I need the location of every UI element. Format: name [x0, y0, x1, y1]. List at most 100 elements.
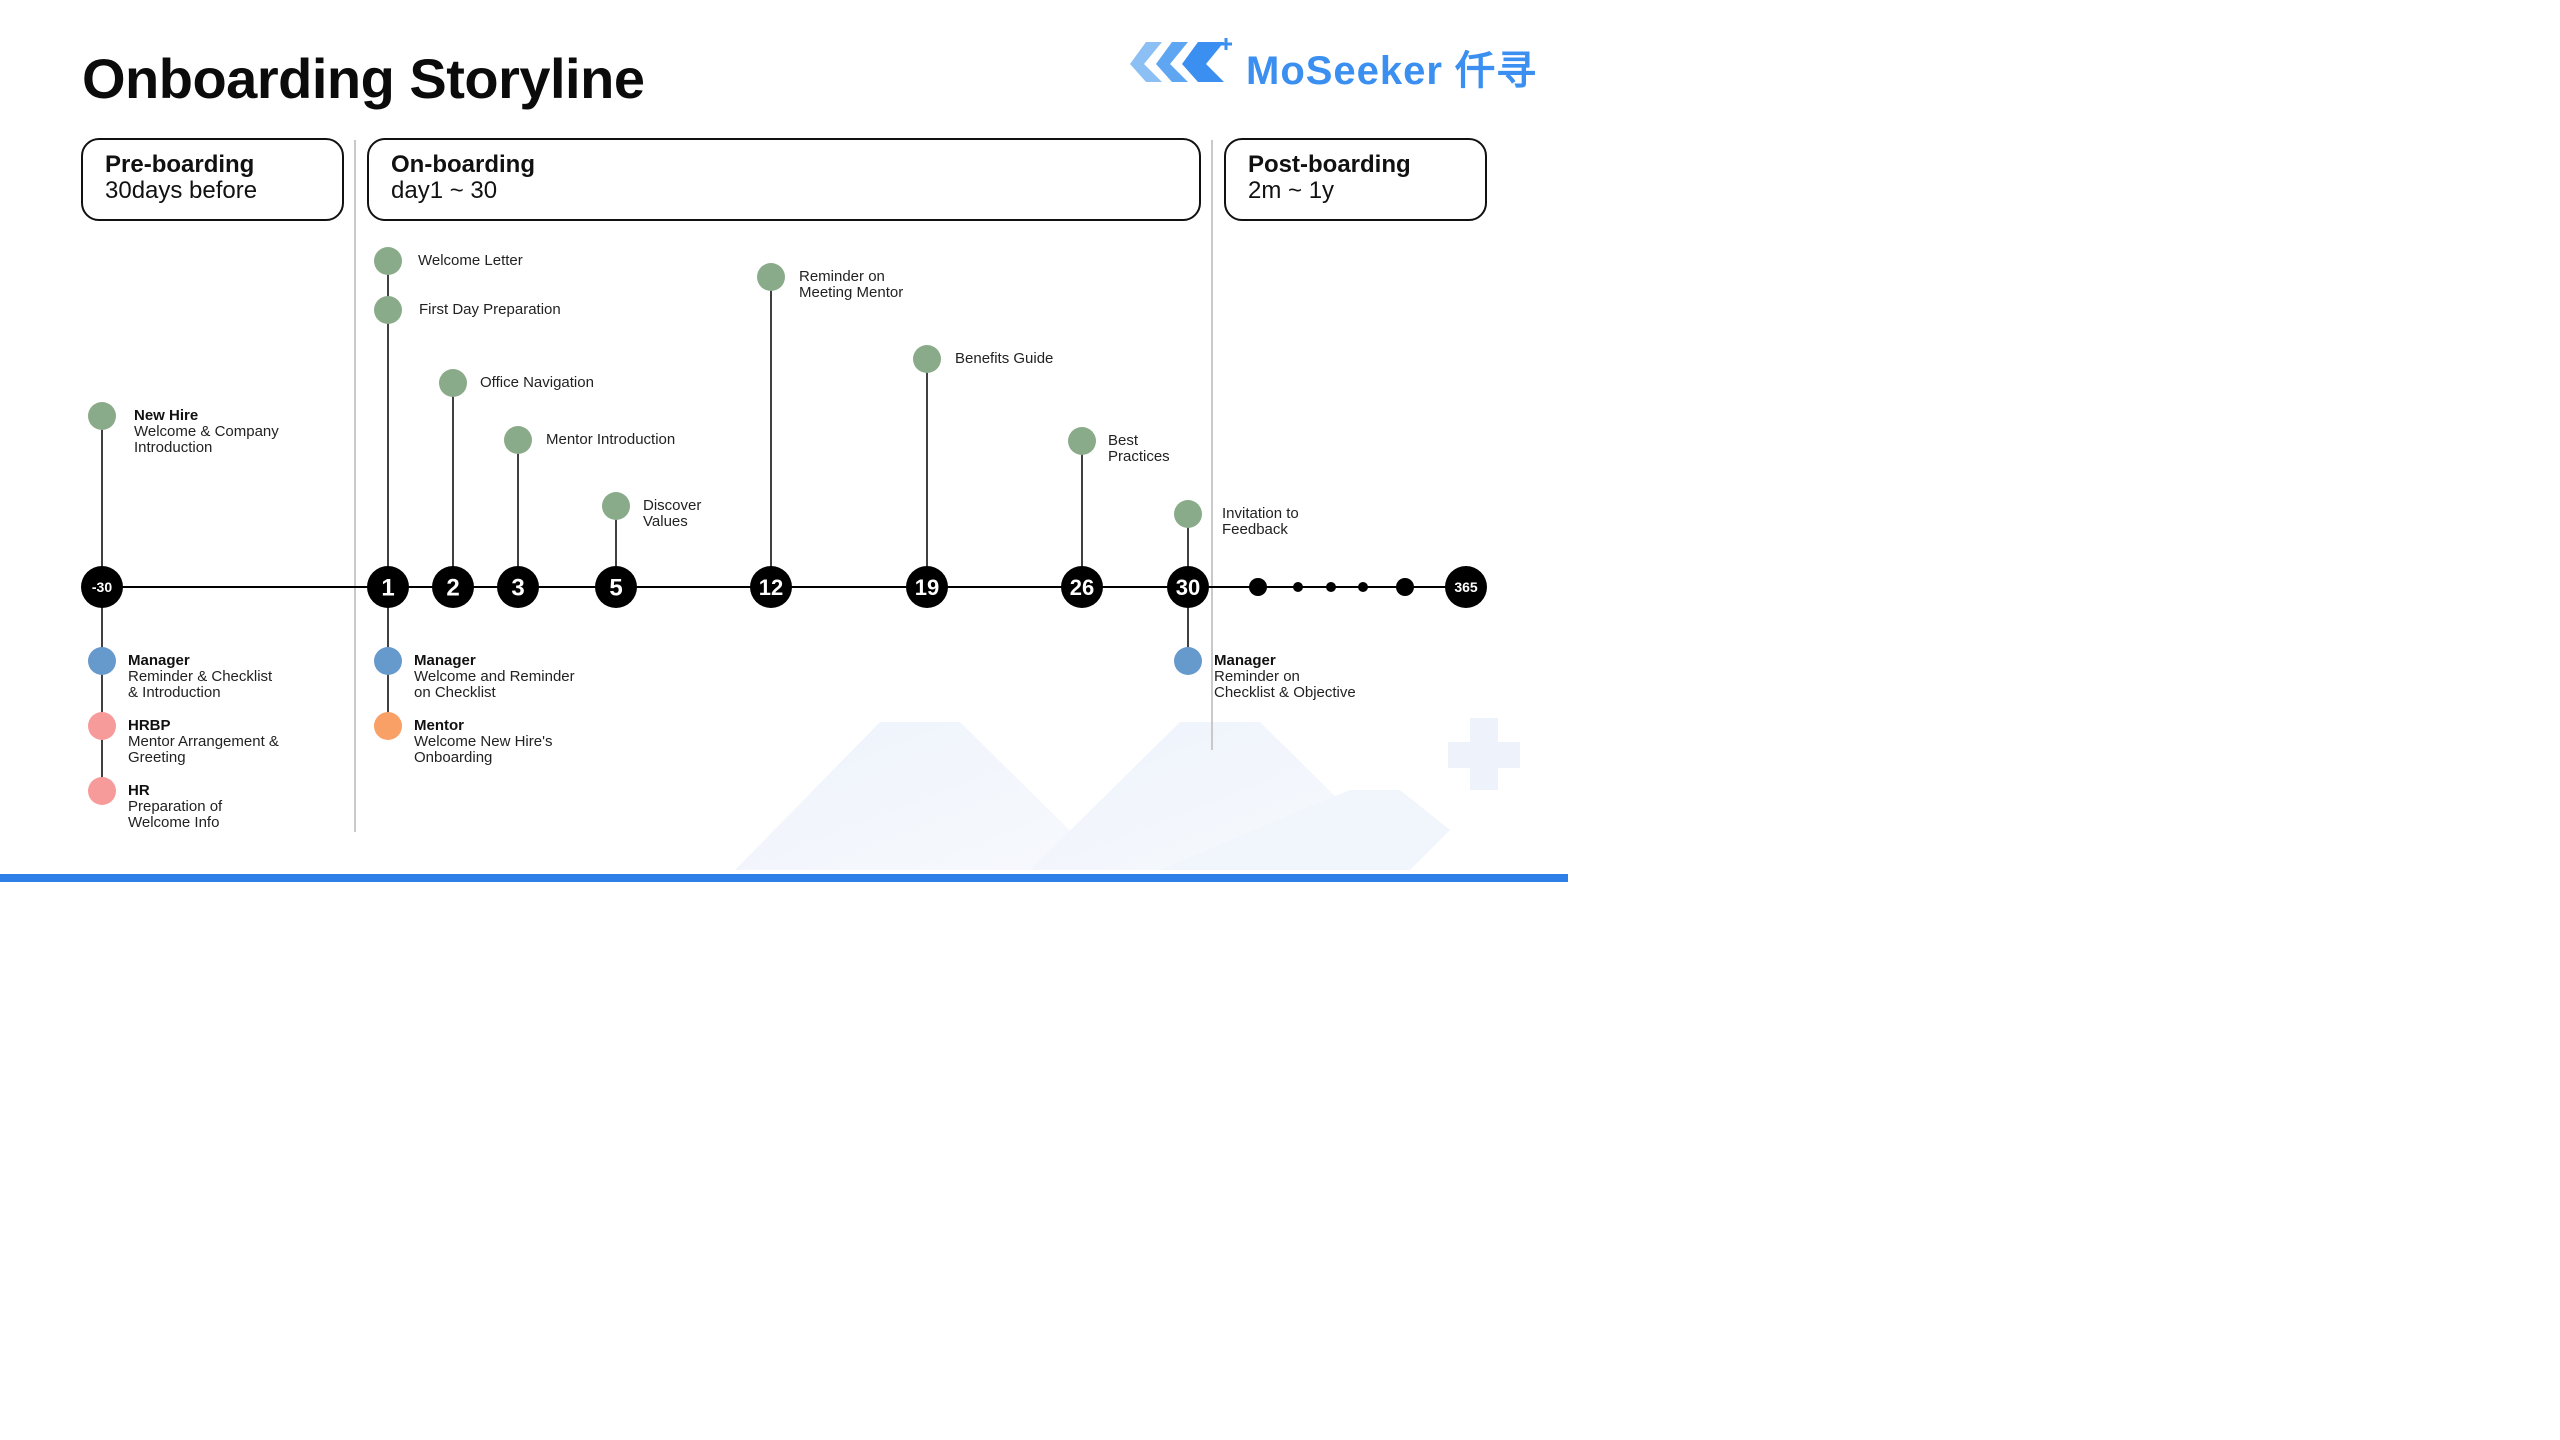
event-label: First Day Preparation — [419, 302, 561, 318]
timeline-dot — [1293, 582, 1303, 592]
day-node-26 — [1061, 566, 1103, 608]
event-marker-green — [602, 492, 630, 520]
day-node-19 — [906, 566, 948, 608]
day-node-label: 12 — [759, 575, 783, 600]
role-description-line: Welcome and Reminder — [414, 668, 575, 685]
event-label: Office Navigation — [480, 375, 594, 391]
event-marker-blue — [1174, 647, 1202, 675]
role-name: Manager — [128, 652, 190, 669]
timeline-dot — [1358, 582, 1368, 592]
event-label-line: Meeting Mentor — [799, 284, 904, 301]
event-label-line: Practices — [1108, 448, 1170, 465]
role-name: Mentor — [414, 717, 464, 734]
day-node-5 — [595, 566, 637, 608]
day-node-label: -30 — [92, 579, 112, 595]
event-marker-green — [374, 247, 402, 275]
role-description-line: Reminder on — [1214, 668, 1300, 685]
moseeker-logo-icon — [1130, 38, 1232, 82]
timeline-dot — [1326, 582, 1336, 592]
day-node-30 — [1167, 566, 1209, 608]
event-label-line: Best — [1108, 432, 1139, 449]
event-label-line: Office Navigation — [480, 374, 594, 391]
event-label-line: Benefits Guide — [955, 350, 1054, 367]
day-node-label: 3 — [511, 575, 524, 602]
day-node-1 — [367, 566, 409, 608]
role-description-line: Mentor Arrangement & — [128, 733, 279, 750]
phase-subtitle: 2m ~ 1y — [1248, 177, 1335, 204]
event-marker-green — [374, 296, 402, 324]
role-name: HRBP — [128, 717, 171, 734]
day-node-label: 365 — [1454, 579, 1478, 595]
phase-separator — [1211, 140, 1213, 750]
event-marker-blue — [88, 647, 116, 675]
role-name: Manager — [1214, 652, 1276, 669]
phase-separator — [354, 140, 356, 832]
bottom-accent-bar — [0, 874, 1568, 882]
event-marker-pink — [88, 712, 116, 740]
phase-title: Post-boarding — [1248, 151, 1411, 178]
day-node-minus30 — [81, 566, 123, 608]
event-marker-green — [88, 402, 116, 430]
role-description-line: Onboarding — [414, 749, 493, 766]
event-label-line: Reminder on — [799, 268, 885, 285]
event-label-line: Mentor Introduction — [546, 431, 676, 448]
event-marker-green — [1068, 427, 1096, 455]
event-label-line: Invitation to — [1222, 505, 1299, 522]
event-label-line: First Day Preparation — [419, 301, 561, 318]
role-description-line: & Introduction — [128, 684, 221, 701]
day-node-12 — [750, 566, 792, 608]
role-name: HR — [128, 782, 150, 799]
role-description-line: on Checklist — [414, 684, 496, 701]
event-marker-blue — [374, 647, 402, 675]
event-label-line: Feedback — [1222, 521, 1288, 538]
role-name: Manager — [414, 652, 476, 669]
day-node-365 — [1445, 566, 1487, 608]
event-label: Benefits Guide — [955, 351, 1053, 367]
event-marker-green — [913, 345, 941, 373]
role-description-line: Greeting — [128, 749, 186, 766]
page-title: Onboarding Storyline — [82, 47, 645, 110]
event-marker-green — [1174, 500, 1202, 528]
phase-title: Pre-boarding — [105, 151, 255, 178]
event-label-line: Welcome & Company — [134, 423, 279, 440]
event-label: Mentor Introduction — [546, 432, 675, 448]
event-label-line: Introduction — [134, 439, 213, 456]
day-node-label: 19 — [915, 575, 939, 600]
day-node-label: 5 — [609, 575, 622, 602]
role-description-line: Welcome New Hire's — [414, 733, 553, 750]
phase-pre-boarding: Pre-boarding 30days before — [81, 138, 344, 221]
event-label-line: New Hire — [134, 407, 199, 424]
event-label-line: Welcome Letter — [418, 252, 523, 269]
event-label-line: Values — [643, 513, 688, 530]
event-label: Welcome Letter — [418, 253, 523, 269]
event-marker-green — [439, 369, 467, 397]
phase-on-boarding: On-boarding day1 ~ 30 — [367, 138, 1201, 221]
event-marker-orange — [374, 712, 402, 740]
event-marker-pink — [88, 777, 116, 805]
day-node-label: 2 — [446, 575, 459, 602]
role-description-line: Checklist & Objective — [1214, 684, 1356, 701]
day-node-2 — [432, 566, 474, 608]
phase-post-boarding: Post-boarding 2m ~ 1y — [1224, 138, 1487, 221]
event-marker-green — [757, 263, 785, 291]
background-decoration — [735, 718, 1520, 870]
event-marker-green — [504, 426, 532, 454]
role-description-line: Reminder & Checklist — [128, 668, 273, 685]
event-label-line: Discover — [643, 497, 702, 514]
day-node-label: 1 — [381, 575, 394, 602]
phase-title: On-boarding — [391, 151, 535, 178]
role-description-line: Welcome Info — [128, 814, 220, 831]
phase-subtitle: 30days before — [105, 177, 258, 204]
day-node-label: 30 — [1176, 575, 1200, 600]
